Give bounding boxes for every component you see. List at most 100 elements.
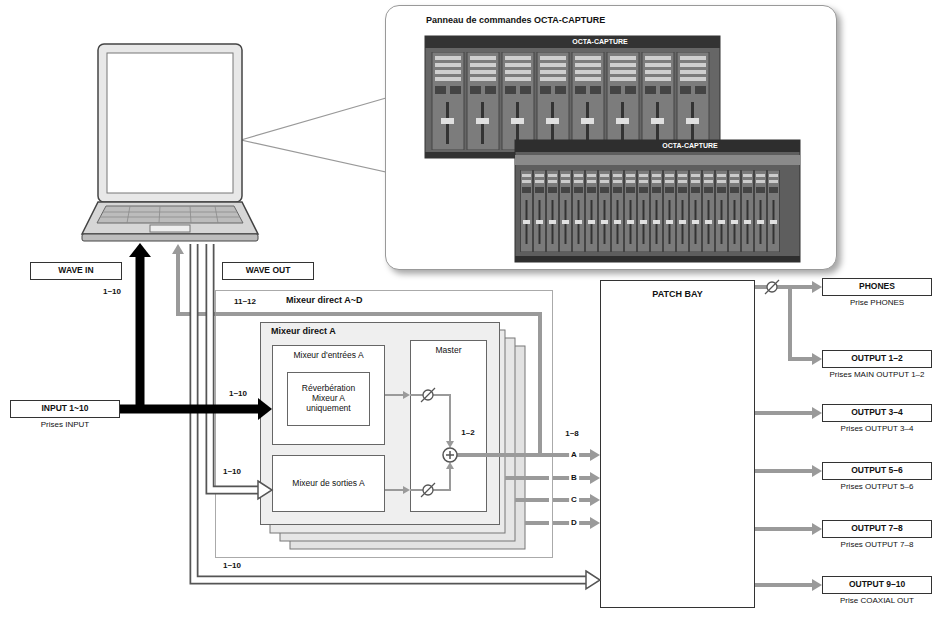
caption-holder: Prises INPUT	[0, 420, 149, 429]
laptop-touchpad	[150, 225, 190, 232]
arrow-head	[590, 517, 600, 529]
channel-range: 1~10	[101, 288, 123, 297]
connector-label: B	[569, 474, 579, 483]
arrow-head	[258, 398, 272, 420]
fader-symbol	[421, 388, 435, 402]
output-jack-box: OUTPUT 9–10Prise COAXIAL OUT	[822, 576, 932, 594]
arrow-head	[812, 407, 822, 419]
signal-tag: WAVE OUT	[222, 262, 314, 280]
arrow-head	[403, 486, 410, 494]
caption-holder: Prise PHONES	[793, 298, 937, 307]
output-jack-box: OUTPUT 3–4Prises OUTPUT 3–4	[822, 404, 932, 422]
signal-connector	[755, 287, 822, 365]
arrow-head	[590, 494, 600, 506]
screenshot-channels	[520, 170, 780, 252]
fader-symbol	[423, 390, 433, 400]
fader-symbol	[421, 483, 435, 497]
wave-out-arrow-core	[210, 244, 259, 490]
caption-text: Prises MAIN OUTPUT 1–2	[793, 370, 937, 379]
signal-connector	[755, 523, 822, 535]
caption-holder: Prise COAXIAL OUT	[793, 596, 937, 605]
connector-label: C	[569, 496, 579, 505]
node-label: OUTPUT 9–10	[849, 580, 905, 590]
screenshot-tabbar	[515, 155, 800, 165]
control-panel-screenshots	[425, 36, 800, 262]
signal-connector	[755, 407, 822, 419]
master-section: Master	[410, 340, 487, 512]
arrow-head	[590, 472, 600, 484]
patch-bay-box: PATCH BAY	[600, 280, 755, 608]
signal-connector	[553, 517, 600, 529]
caption-holder: Prises OUTPUT 7–8	[793, 540, 937, 549]
reverb-box: Réverbération Mixeur A uniquement	[287, 372, 370, 426]
connector-line	[385, 394, 404, 396]
caption-text: Prises OUTPUT 3–4	[793, 424, 937, 433]
return-arrow	[178, 253, 540, 455]
signal-connector	[755, 579, 822, 591]
arrow-head	[812, 281, 822, 293]
node-label: WAVE OUT	[246, 266, 291, 276]
label-holder: OCTA-CAPTURE	[660, 142, 719, 150]
node-label: INPUT 1~10	[41, 404, 88, 414]
label-holder: A	[569, 451, 579, 460]
wave-out-arrow	[194, 244, 587, 580]
label-holder: 1~10	[227, 390, 249, 399]
arrow-head	[812, 465, 822, 477]
fader-symbol	[765, 280, 779, 294]
laptop-front	[82, 234, 258, 241]
screenshot-titlebar	[425, 36, 720, 48]
fader-symbol	[767, 282, 777, 292]
connector-label: 1~10	[227, 390, 249, 399]
output-jack-box: OUTPUT 5–6Prises OUTPUT 5–6	[822, 462, 932, 480]
screenshot-channels	[431, 52, 711, 150]
signal-wires	[129, 243, 600, 589]
output-jack-box: OUTPUT 7–8Prises OUTPUT 7–8	[822, 520, 932, 538]
master-wire	[410, 469, 450, 490]
laptop-illustration	[82, 44, 258, 241]
connector-line	[755, 583, 813, 587]
arrow-head	[812, 353, 822, 365]
node-label: OUTPUT 5–6	[851, 466, 903, 476]
node-label: Mixeur direct A	[271, 326, 499, 336]
label-holder: 1~10	[221, 562, 243, 571]
hollow-arrow-head	[258, 481, 272, 499]
node-label: Mixeur direct A~D	[286, 295, 552, 305]
screenshot-window	[515, 140, 800, 262]
mixer-group: Mixeur direct A~D Mixeur direct A Mixeur d…	[215, 290, 553, 558]
caption-text: Prises OUTPUT 5–6	[793, 482, 937, 491]
input-mixer-box: Mixeur d'entrées ARéverbération Mixeur A…	[272, 345, 385, 445]
wave-out-arrow	[210, 244, 259, 490]
sum-symbol	[443, 448, 457, 462]
connector-line	[755, 527, 813, 531]
signal-connector	[755, 281, 822, 293]
caption-text: Prises OUTPUT 7–8	[793, 540, 937, 549]
label-holder: 1~10	[101, 288, 123, 297]
connector-line	[755, 287, 813, 359]
label-holder: 1~10	[221, 468, 243, 477]
arrow-head	[403, 391, 410, 399]
sum-symbol	[446, 451, 454, 459]
bus-stub	[505, 478, 549, 523]
arrow-head	[812, 523, 822, 535]
arrow-head	[172, 244, 184, 254]
fader-symbol	[423, 485, 433, 495]
connector-line	[755, 285, 813, 289]
wave-out-arrow-core	[194, 244, 587, 580]
connector-layer	[120, 281, 822, 591]
node-label: OUTPUT 7–8	[851, 524, 903, 534]
signal-connector	[755, 465, 822, 477]
laptop-screen	[107, 53, 233, 193]
screenshot-statusbar	[515, 256, 800, 262]
channel-range: 1~8	[563, 430, 581, 439]
arrow-head	[446, 441, 454, 448]
node-label: PATCH BAY	[652, 289, 702, 299]
node-label: OUTPUT 1–2	[851, 354, 903, 364]
caption-holder: Prises OUTPUT 5–6	[793, 482, 937, 491]
signal-connector	[553, 494, 600, 506]
arrow-head	[446, 462, 454, 469]
label-holder: C	[569, 496, 579, 505]
signal-connector	[120, 398, 272, 420]
